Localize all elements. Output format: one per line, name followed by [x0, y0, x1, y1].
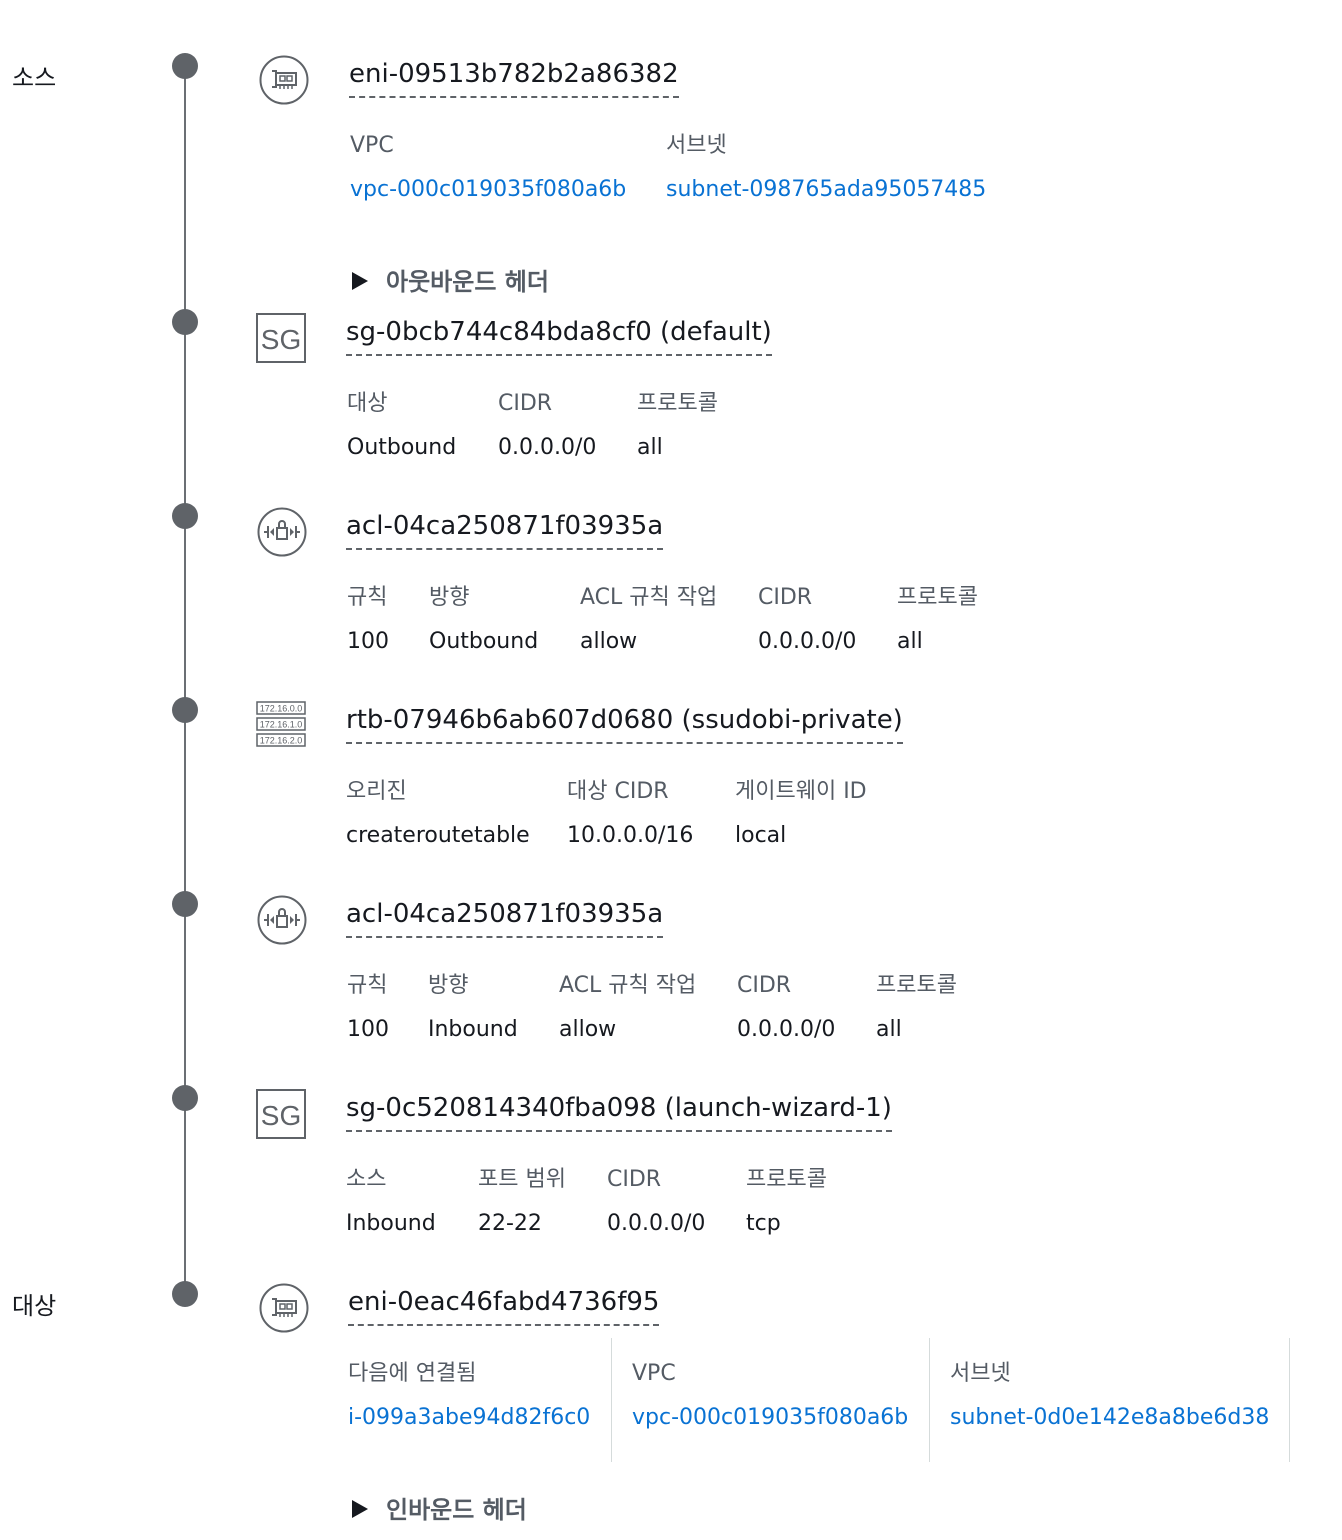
timeline-line [184, 66, 186, 1296]
column-header: 오리진 [346, 779, 407, 804]
sg-launch-wizard-link[interactable]: sg-0c520814340fba098 (launch-wizard-1) [346, 1092, 892, 1132]
cell-value: tcp [746, 1211, 781, 1236]
outbound-header-expander[interactable]: 아웃바운드 헤더 [352, 262, 549, 297]
column-header: 포트 범위 [478, 1167, 566, 1192]
source-label: 소스 [12, 64, 57, 92]
eni-destination-link[interactable]: eni-0eac46fabd4736f95 [348, 1286, 660, 1326]
security-group-icon: SG [256, 1089, 308, 1141]
cell-value: local [735, 823, 787, 848]
column-divider [611, 1338, 612, 1462]
column-header: 방향 [429, 585, 470, 610]
subnet-label: 서브넷 [950, 1361, 1011, 1386]
column-header: ACL 규칙 작업 [559, 973, 697, 998]
destination-label: 대상 [12, 1292, 57, 1320]
column-header: 프로토콜 [637, 391, 718, 416]
inbound-header-expander[interactable]: 인바운드 헤더 [352, 1490, 527, 1525]
svg-text:172.16.0.0: 172.16.0.0 [260, 704, 303, 714]
column-header: CIDR [498, 391, 553, 416]
svg-text:SG: SG [261, 324, 301, 355]
route-table-entry: 오리진 createroutetable 대상 CIDR 10.0.0.0/16 게… [0, 778, 1342, 858]
column-header: 프로토콜 [897, 585, 978, 610]
cell-value: all [637, 435, 663, 460]
column-divider [929, 1338, 930, 1462]
timeline-dot [172, 309, 198, 335]
eni-source-link[interactable]: eni-09513b782b2a86382 [349, 58, 679, 98]
sg-default-link[interactable]: sg-0bcb744c84bda8cf0 (default) [346, 316, 772, 356]
timeline-dot [172, 697, 198, 723]
cell-value: 100 [347, 1017, 389, 1042]
svg-text:172.16.2.0: 172.16.2.0 [260, 736, 303, 746]
caret-right-icon [352, 272, 368, 290]
column-header: 규칙 [347, 973, 388, 998]
network-acl-icon [256, 894, 308, 946]
timeline-dot [172, 503, 198, 529]
svg-text:SG: SG [261, 1100, 301, 1131]
acl-inbound-rule: 규칙 100 방향 Inbound ACL 규칙 작업 allow CIDR 0.0.0… [0, 972, 1342, 1052]
cell-value: Inbound [346, 1211, 436, 1236]
vpc-link[interactable]: vpc-000c019035f080a6b [632, 1405, 909, 1430]
cell-value: all [897, 629, 923, 654]
cell-value: allow [559, 1017, 617, 1042]
column-header: 프로토콜 [876, 973, 957, 998]
column-header: 게이트웨이 ID [735, 779, 867, 804]
timeline-dot [172, 891, 198, 917]
timeline-dot [172, 1281, 198, 1307]
cell-value: 0.0.0.0/0 [607, 1211, 706, 1236]
timeline-dot [172, 1085, 198, 1111]
subnet-label: 서브넷 [666, 133, 727, 158]
attached-to-label: 다음에 연결됨 [348, 1361, 477, 1386]
column-header: CIDR [737, 973, 792, 998]
column-header: 프로토콜 [746, 1167, 827, 1192]
inbound-header-label: 인바운드 헤더 [386, 1496, 527, 1524]
caret-right-icon [352, 1500, 368, 1518]
acl-outbound-link[interactable]: acl-04ca250871f03935a [346, 510, 664, 550]
cell-value: Outbound [347, 435, 457, 460]
column-header: CIDR [758, 585, 813, 610]
timeline-dot [172, 53, 198, 79]
route-table-icon: 172.16.0.0 172.16.1.0 172.16.2.0 [256, 701, 308, 751]
network-interface-icon [258, 54, 310, 106]
cell-value: Outbound [429, 629, 539, 654]
cell-value: createroutetable [346, 823, 530, 848]
subnet-link[interactable]: subnet-098765ada95057485 [666, 177, 987, 202]
sg-default-rule: 대상 Outbound CIDR 0.0.0.0/0 프로토콜 all [0, 390, 1342, 470]
column-header: 대상 [347, 391, 388, 416]
security-group-icon: SG [256, 313, 308, 365]
network-acl-icon [256, 506, 308, 558]
cell-value: 0.0.0.0/0 [758, 629, 857, 654]
network-interface-icon [258, 1282, 310, 1334]
cell-value: 10.0.0.0/16 [567, 823, 694, 848]
cell-value: 0.0.0.0/0 [737, 1017, 836, 1042]
subnet-link[interactable]: subnet-0d0e142e8a8be6d38 [950, 1405, 1270, 1430]
cell-value: all [876, 1017, 902, 1042]
cell-value: allow [580, 629, 638, 654]
column-header: 소스 [346, 1167, 387, 1192]
column-header: ACL 규칙 작업 [580, 585, 718, 610]
sg-launch-wizard-rule: 소스 Inbound 포트 범위 22-22 CIDR 0.0.0.0/0 프로토콜 t… [0, 1166, 1342, 1246]
svg-text:172.16.1.0: 172.16.1.0 [260, 720, 303, 730]
column-header: CIDR [607, 1167, 662, 1192]
cell-value: 22-22 [478, 1211, 542, 1236]
column-header: 규칙 [347, 585, 388, 610]
column-divider [1289, 1338, 1290, 1462]
acl-outbound-rule: 규칙 100 방향 Outbound ACL 규칙 작업 allow CIDR 0.0.… [0, 584, 1342, 664]
vpc-link[interactable]: vpc-000c019035f080a6b [350, 177, 627, 202]
vpc-label: VPC [350, 133, 394, 158]
eni-source-details: VPC vpc-000c019035f080a6b 서브넷 subnet-098… [0, 132, 1342, 212]
cell-value: 100 [347, 629, 389, 654]
instance-link[interactable]: i-099a3abe94d82f6c0 [348, 1405, 591, 1430]
cell-value: Inbound [428, 1017, 518, 1042]
vpc-label: VPC [632, 1361, 676, 1386]
acl-inbound-link[interactable]: acl-04ca250871f03935a [346, 898, 664, 938]
route-table-link[interactable]: rtb-07946b6ab607d0680 (ssudobi-private) [346, 704, 903, 744]
outbound-header-label: 아웃바운드 헤더 [386, 268, 549, 296]
cell-value: 0.0.0.0/0 [498, 435, 597, 460]
eni-destination-details: 다음에 연결됨 i-099a3abe94d82f6c0 VPC vpc-000c… [0, 1360, 1342, 1440]
column-header: 방향 [428, 973, 469, 998]
column-header: 대상 CIDR [567, 779, 669, 804]
